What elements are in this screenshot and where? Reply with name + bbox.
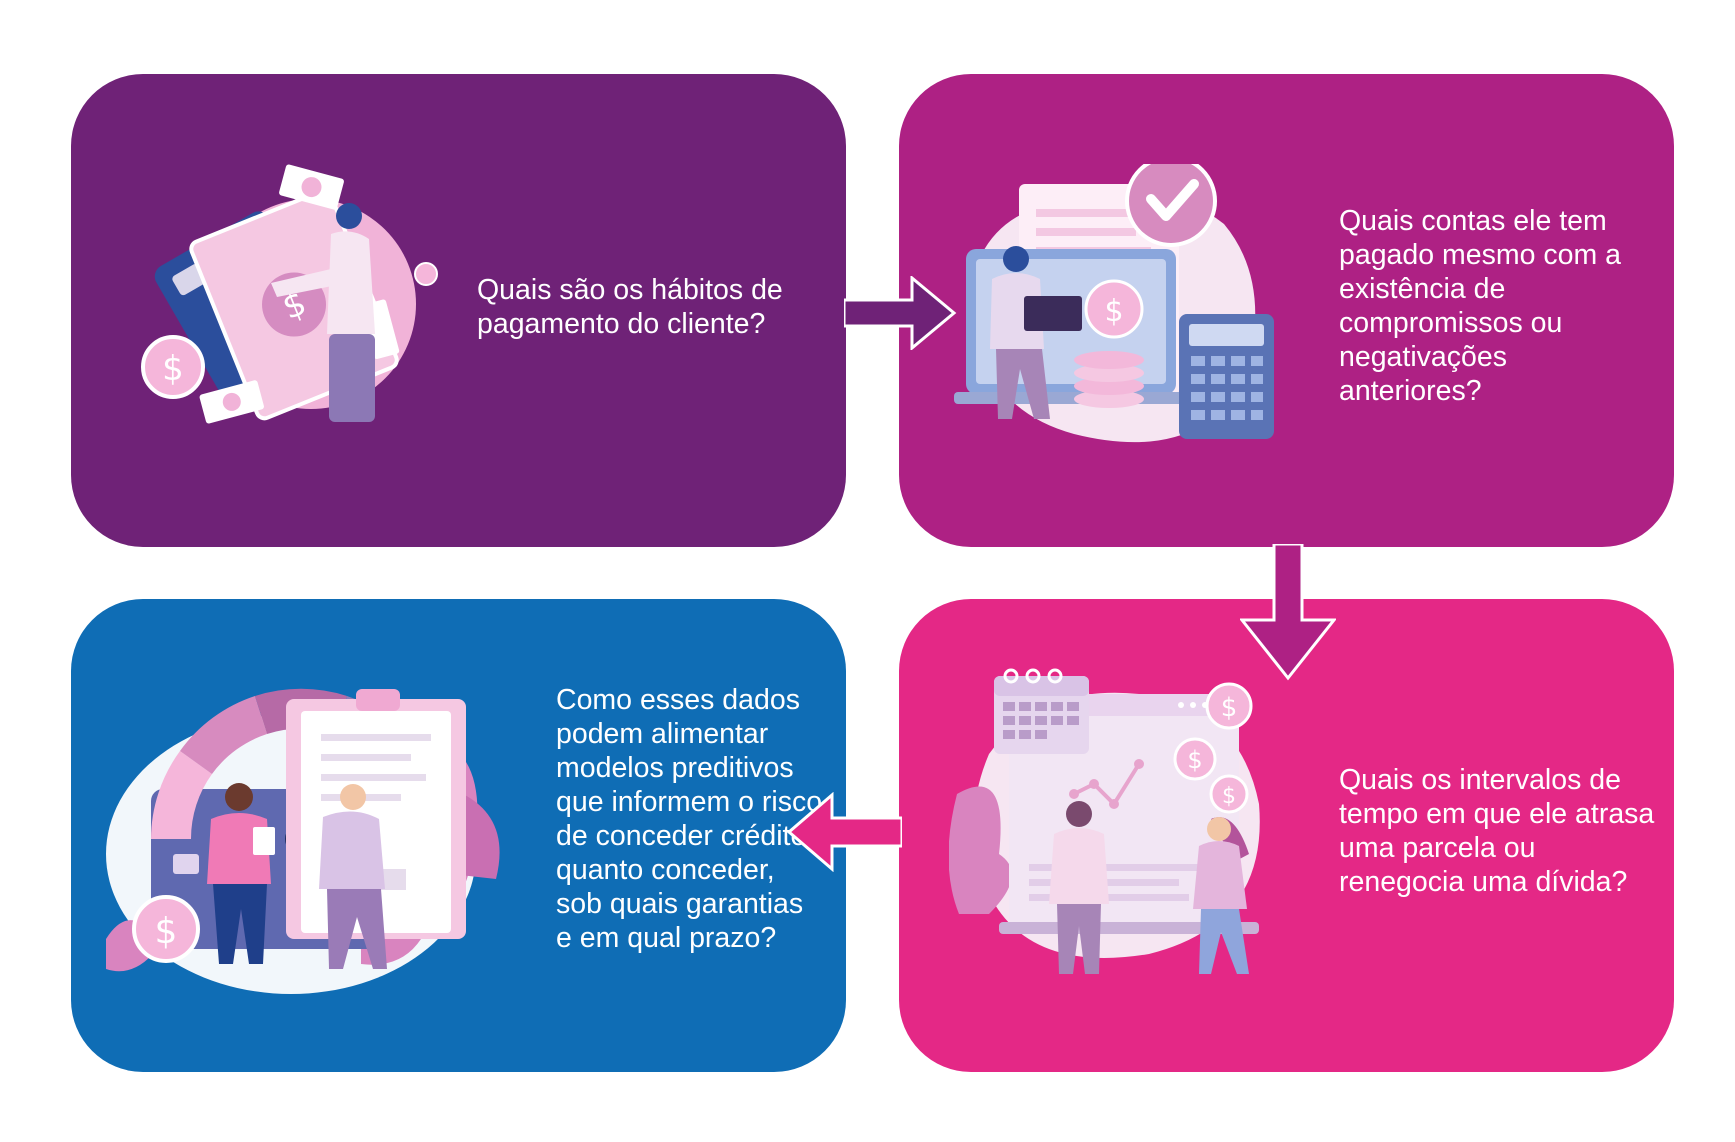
svg-text:$: $: [1222, 784, 1236, 809]
svg-text:$: $: [155, 911, 178, 952]
svg-text:$: $: [162, 349, 184, 389]
step-text-bills-paid: Quais contas ele tem pagado mesmo com a …: [1339, 205, 1621, 407]
svg-text:$: $: [1187, 746, 1202, 774]
step-card-bills-paid: $ Quais contas ele tem pagado mesmo com …: [899, 74, 1674, 547]
svg-text:$: $: [1221, 693, 1238, 723]
arrow-right-icon: [844, 276, 957, 350]
arrow-left-icon: [786, 792, 902, 872]
step-text-habits: Quais são os hábitos de pagamento do cli…: [477, 274, 783, 340]
svg-text:$: $: [1104, 294, 1123, 329]
person-holding-money-icon: $ $: [141, 164, 438, 424]
step-text-delay-intervals: Quais os intervalos de tempo em que ele …: [1339, 764, 1655, 898]
people-with-calendar-chart-icon: $ $ $: [949, 668, 1260, 974]
person-with-laptop-calculator-icon: $: [954, 164, 1274, 443]
step-card-habits: $ $ Quais são os hábitos de pagamento do…: [71, 74, 846, 547]
people-with-credit-gauge-icon: $: [106, 688, 500, 994]
step-text-predictive-models: Como esses dados podem alimentar modelos…: [556, 684, 823, 954]
step-card-predictive-models: $ Como esses dados podem alimentar model…: [71, 599, 846, 1072]
arrow-down-icon: [1240, 544, 1336, 681]
